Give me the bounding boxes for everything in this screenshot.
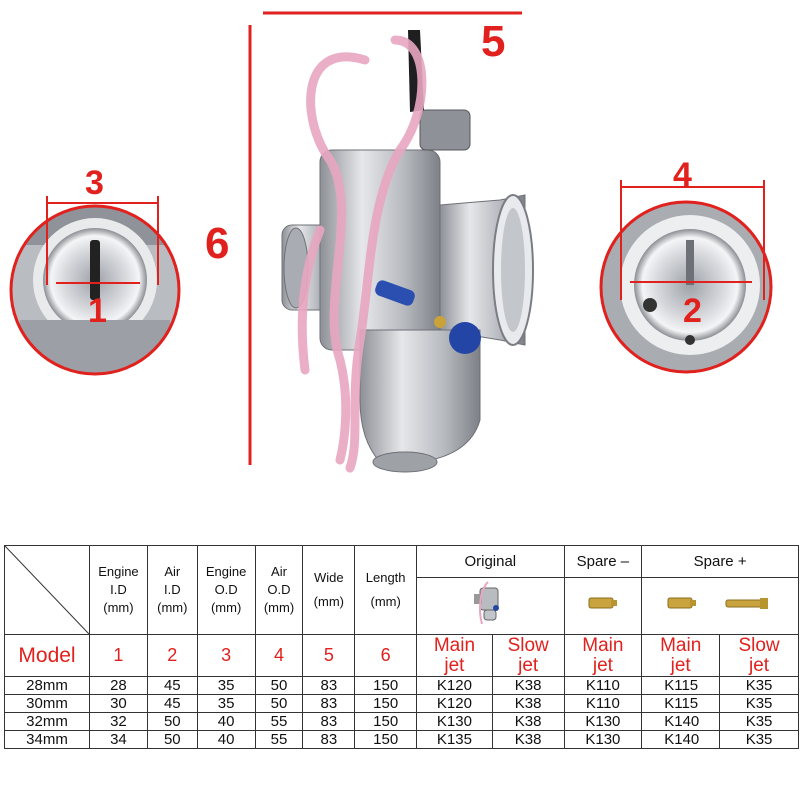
- cell-engine-od: 40: [196, 712, 256, 731]
- cell-length: 150: [354, 676, 418, 695]
- cell-wide: 83: [302, 712, 356, 731]
- carburetor-body: [281, 30, 534, 473]
- cell-length: 150: [354, 730, 418, 749]
- diagonal-corner-cell: [4, 545, 90, 635]
- cell-plus-slow: K35: [719, 694, 799, 713]
- spare-plus-jets-thumbnail: [641, 576, 799, 636]
- cell-engine-id: 32: [89, 712, 148, 731]
- col-number-5: 5: [302, 634, 356, 677]
- dimension-label-right-inner: 2: [683, 292, 702, 330]
- col-number-1: 1: [89, 634, 148, 677]
- cell-plus-main: K115: [641, 676, 721, 695]
- cell-wide: 83: [302, 676, 356, 695]
- header-length: Length(mm): [354, 545, 418, 635]
- brass-jet-icon: [588, 597, 617, 609]
- header-wide: Wide(mm): [302, 545, 356, 635]
- cell-engine-id: 30: [89, 694, 148, 713]
- cell-orig-main: K120: [416, 694, 493, 713]
- col-number-2: 2: [146, 634, 198, 677]
- cell-length: 150: [354, 694, 418, 713]
- diagonal-line: [5, 546, 89, 634]
- cell-model: 30mm: [4, 694, 90, 713]
- cell-wide: 83: [302, 694, 356, 713]
- original-carb-thumbnail: [416, 576, 565, 636]
- cell-orig-slow: K38: [491, 712, 565, 731]
- cell-minus-main: K130: [563, 730, 643, 749]
- carb-thumbnail-icon: [474, 581, 500, 625]
- group-spare-plus: Spare +: [641, 545, 799, 578]
- cell-engine-id: 34: [89, 730, 148, 749]
- cell-orig-main: K130: [416, 712, 493, 731]
- pink-fuel-hoses: [297, 35, 427, 473]
- cell-plus-main: K115: [641, 694, 721, 713]
- cell-air-od: 50: [254, 694, 304, 713]
- cell-orig-main: K120: [416, 676, 493, 695]
- cell-length: 150: [354, 712, 418, 731]
- cell-minus-main: K110: [563, 694, 643, 713]
- cell-minus-main: K110: [563, 676, 643, 695]
- cell-orig-slow: K38: [491, 676, 565, 695]
- cell-plus-main: K140: [641, 730, 721, 749]
- spare-minus-jet-thumbnail: [563, 576, 643, 636]
- dimension-label-height: 6: [205, 219, 230, 268]
- cell-plus-slow: K35: [719, 676, 799, 695]
- cell-orig-main: K135: [416, 730, 493, 749]
- col-number-3: 3: [196, 634, 256, 677]
- cell-minus-main: K130: [563, 712, 643, 731]
- cell-air-od: 55: [254, 730, 304, 749]
- cell-air-id: 50: [146, 730, 198, 749]
- cell-plus-main: K140: [641, 712, 721, 731]
- dimension-label-right-outer: 4: [673, 156, 692, 194]
- cell-engine-od: 35: [196, 694, 256, 713]
- cell-air-od: 55: [254, 712, 304, 731]
- cell-orig-slow: K38: [491, 694, 565, 713]
- cell-engine-od: 40: [196, 730, 256, 749]
- cell-model: 32mm: [4, 712, 90, 731]
- dimension-label-wide: 5: [481, 17, 506, 66]
- group-original: Original: [416, 545, 565, 578]
- cell-model: 34mm: [4, 730, 90, 749]
- dimension-label-left-inner: 1: [88, 292, 107, 330]
- cell-plus-slow: K35: [719, 712, 799, 731]
- cell-engine-id: 28: [89, 676, 148, 695]
- cell-model: 28mm: [4, 676, 90, 695]
- cell-orig-slow: K38: [491, 730, 565, 749]
- model-label: Model: [4, 634, 90, 677]
- brass-jets-icon: [667, 597, 769, 610]
- cell-air-id: 45: [146, 694, 198, 713]
- cell-air-od: 50: [254, 676, 304, 695]
- cell-plus-slow: K35: [719, 730, 799, 749]
- cell-air-id: 50: [146, 712, 198, 731]
- cell-air-id: 45: [146, 676, 198, 695]
- cell-engine-od: 35: [196, 676, 256, 695]
- left-intake-detail-view: [9, 196, 181, 376]
- group-spare-minus: Spare –: [563, 545, 643, 578]
- product-photo-area: 5 6 3 1 4 2: [9, 11, 773, 473]
- right-intake-detail-view: [599, 180, 773, 374]
- col-number-6: 6: [354, 634, 418, 677]
- cell-wide: 83: [302, 730, 356, 749]
- dimension-label-left-outer: 3: [85, 164, 104, 202]
- col-number-4: 4: [254, 634, 304, 677]
- carburetor-illustration: [9, 11, 773, 473]
